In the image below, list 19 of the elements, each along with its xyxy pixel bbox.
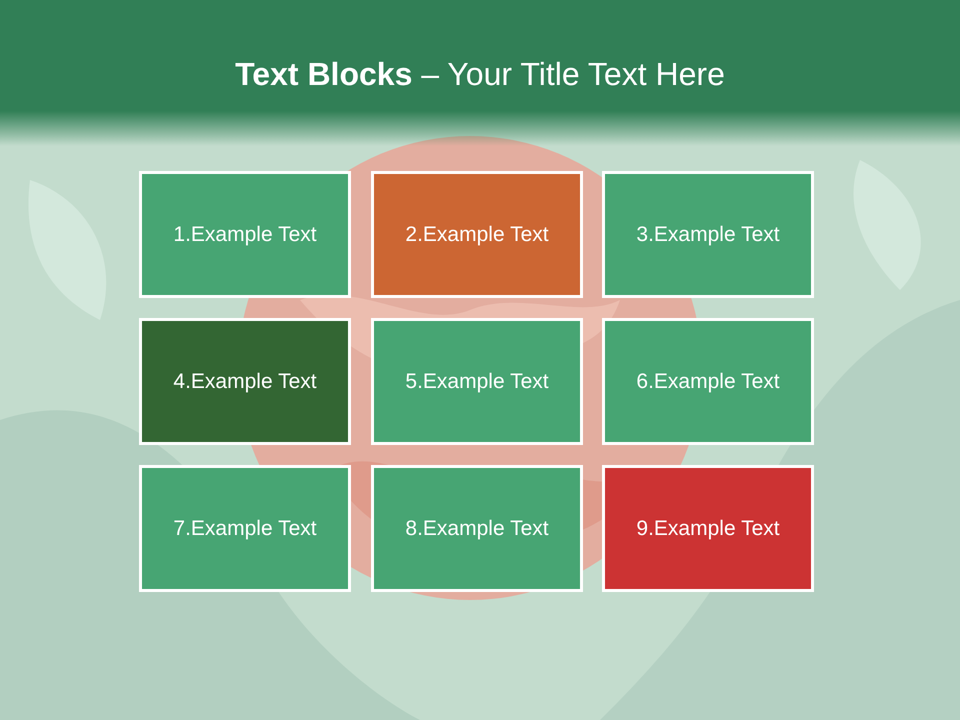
text-block [602,318,814,445]
block-label: 2.Example Text [405,222,549,246]
text-block [602,465,814,592]
text-block [602,171,814,298]
block-label: 1.Example Text [173,222,317,246]
title: Text Blocks – Your Title Text Here [235,55,725,94]
block-label: 3.Example Text [636,222,780,246]
text-block [371,318,583,445]
text-block [139,318,351,445]
block-label: 7.Example Text [173,516,317,540]
block-label: 5.Example Text [405,370,549,394]
text-block [371,465,583,592]
text-block [139,465,351,592]
block-label: 8.Example Text [405,516,549,540]
block-label: 4.Example Text [173,370,317,394]
text-block [139,171,351,298]
text-block [371,171,583,298]
block-label: 9.Example Text [636,516,780,540]
block-label: 6.Example Text [636,370,780,394]
